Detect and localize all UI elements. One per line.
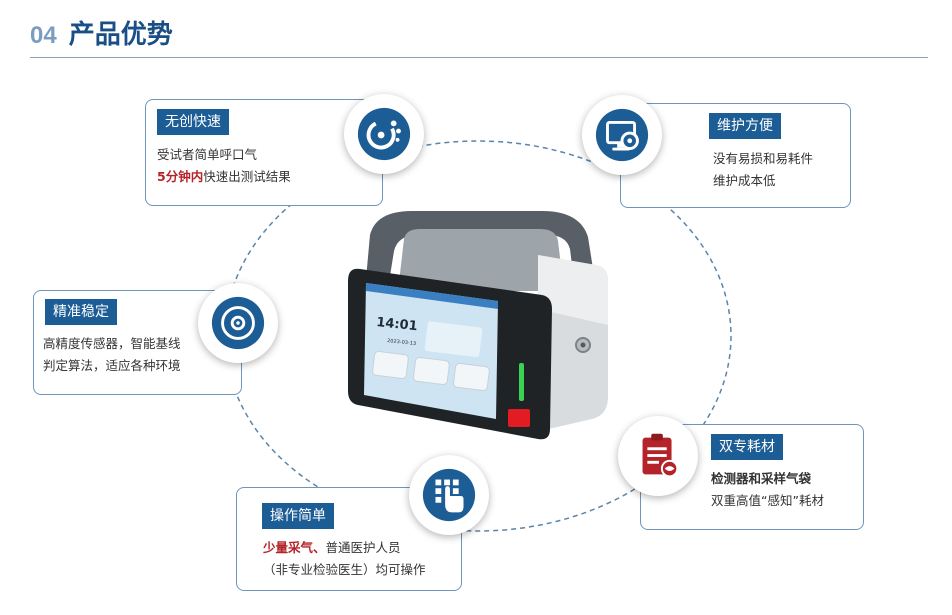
feature-highlight: 5分钟内 (157, 169, 204, 184)
monitor-gear-icon (595, 108, 649, 162)
speed-badge (344, 94, 424, 174)
feature-desc-rest: 普通医护人员 (325, 540, 401, 555)
feature-desc-line1: 少量采气、普通医护人员 (263, 537, 401, 559)
feature-highlight: 少量采气、 (263, 540, 326, 555)
clipboard-badge (618, 416, 698, 496)
feature-desc-line1: 没有易损和易耗件 (713, 151, 814, 166)
feature-label: 双专耗材 (711, 434, 783, 460)
maintenance-badge (582, 95, 662, 175)
section-number: 04 (30, 22, 57, 49)
touch-keypad-icon (422, 468, 476, 522)
target-icon (211, 296, 265, 350)
device-clock: 14:01 (376, 315, 419, 334)
touch-badge (409, 455, 489, 535)
feature-desc-line2: 5分钟内快速出测试结果 (157, 166, 291, 188)
feature-label: 维护方便 (709, 113, 781, 139)
speed-icon (357, 107, 411, 161)
feature-label: 操作简单 (262, 503, 334, 529)
section-title: 产品优势 (68, 20, 173, 50)
breath-analyzer-device: 14:01 2023-03-13 (348, 211, 608, 440)
clipboard-icon (642, 433, 679, 478)
feature-card-accuracy: 精准稳定 高精度传感器，智能基线 判定算法，适应各种环境 (33, 290, 242, 395)
header-divider (30, 57, 928, 58)
feature-desc-line1: 受试者简单呼口气 (157, 147, 258, 162)
feature-desc-line1: 高精度传感器，智能基线 (43, 336, 181, 351)
feature-desc-rest: 快速出测试结果 (203, 169, 291, 184)
feature-desc-line2: 维护成本低 (713, 173, 776, 188)
feature-highlight: 检测器和采样气袋 (711, 471, 812, 486)
feature-label: 无创快速 (157, 109, 229, 135)
feature-label: 精准稳定 (45, 299, 117, 325)
section-header: 04 产品优势 (30, 14, 173, 54)
device-date: 2023-03-13 (387, 338, 417, 347)
feature-card-noninvasive: 无创快速 受试者简单呼口气 5分钟内快速出测试结果 (145, 99, 383, 206)
feature-desc-line2: 双重高值“感知”耗材 (711, 493, 824, 508)
target-badge (198, 283, 278, 363)
feature-desc-line2: 判定算法，适应各种环境 (43, 358, 181, 373)
feature-desc-line2: （非专业检验医生）均可操作 (263, 562, 426, 577)
